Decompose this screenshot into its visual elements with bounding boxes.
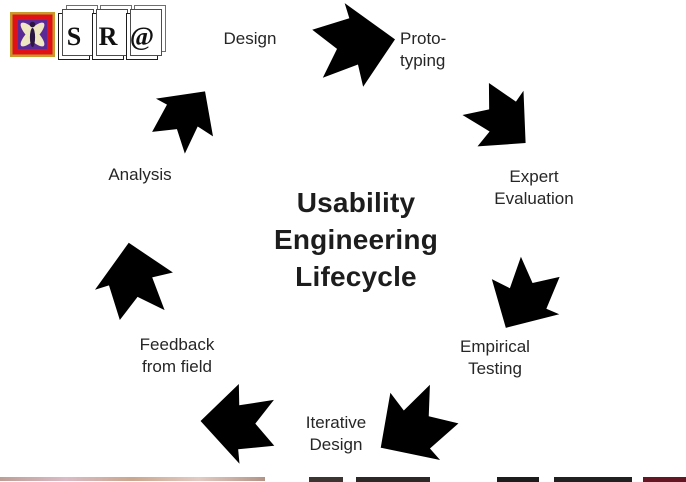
thumbnail-strip-segment[interactable]: [0, 477, 265, 481]
stage-label-iterative-design: Iterative Design: [305, 413, 367, 454]
arrow-prototyping-to-expert-icon: [451, 69, 551, 169]
stage-label-design: Design: [223, 29, 277, 48]
thumbnail-strip-segment[interactable]: [554, 477, 632, 482]
stage-label-empirical-testing: Empirical Testing: [460, 337, 530, 378]
stage-label-prototyping: Proto- typing: [400, 29, 447, 70]
arrow-empirical-to-iterative-icon: [360, 371, 470, 482]
stage-label-analysis: Analysis: [108, 165, 172, 184]
arrow-iterative-to-feedback-icon: [195, 379, 283, 469]
logo-card-at: @: [126, 5, 166, 60]
thumbnail-strip-segment[interactable]: [356, 477, 430, 482]
stage-label-expert-evaluation: Expert Evaluation: [494, 167, 574, 208]
arrow-feedback-to-analysis-icon: [91, 239, 176, 322]
arrow-analysis-to-design-icon: [137, 70, 232, 165]
sra-logo: S R @: [0, 0, 175, 75]
logo-card-s: S: [58, 5, 98, 60]
stage-label-feedback-from-field: Feedback from field: [139, 335, 215, 376]
logo-letter: R: [98, 21, 118, 51]
thumbnail-strip: [0, 476, 686, 482]
diagram-title-line: Engineering: [274, 224, 438, 255]
logo-card-r: R: [92, 5, 132, 60]
diagram-title-line: Usability: [296, 187, 416, 218]
logo-letter: S: [66, 21, 82, 51]
diagram-title: Usability Engineering Lifecycle: [258, 184, 454, 295]
diagram-title-line: Lifecycle: [295, 261, 417, 292]
logo-letter: @: [129, 21, 155, 51]
thumbnail-strip-segment[interactable]: [309, 477, 343, 482]
arrow-design-to-prototyping-icon: [310, 0, 399, 90]
thumbnail-strip-segment[interactable]: [497, 477, 539, 482]
cross-emblem-icon: [10, 12, 55, 57]
thumbnail-strip-segment[interactable]: [643, 477, 686, 482]
